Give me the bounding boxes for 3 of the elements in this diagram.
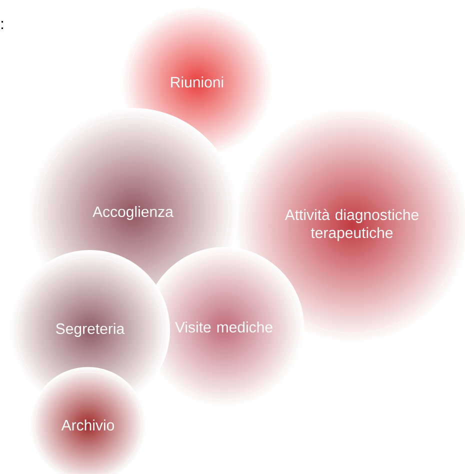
- circle-blob: Archivio: [34, 372, 142, 474]
- label-text: :: [2, 21, 3, 29]
- circle-blob: Visite mediche: [150, 254, 298, 400]
